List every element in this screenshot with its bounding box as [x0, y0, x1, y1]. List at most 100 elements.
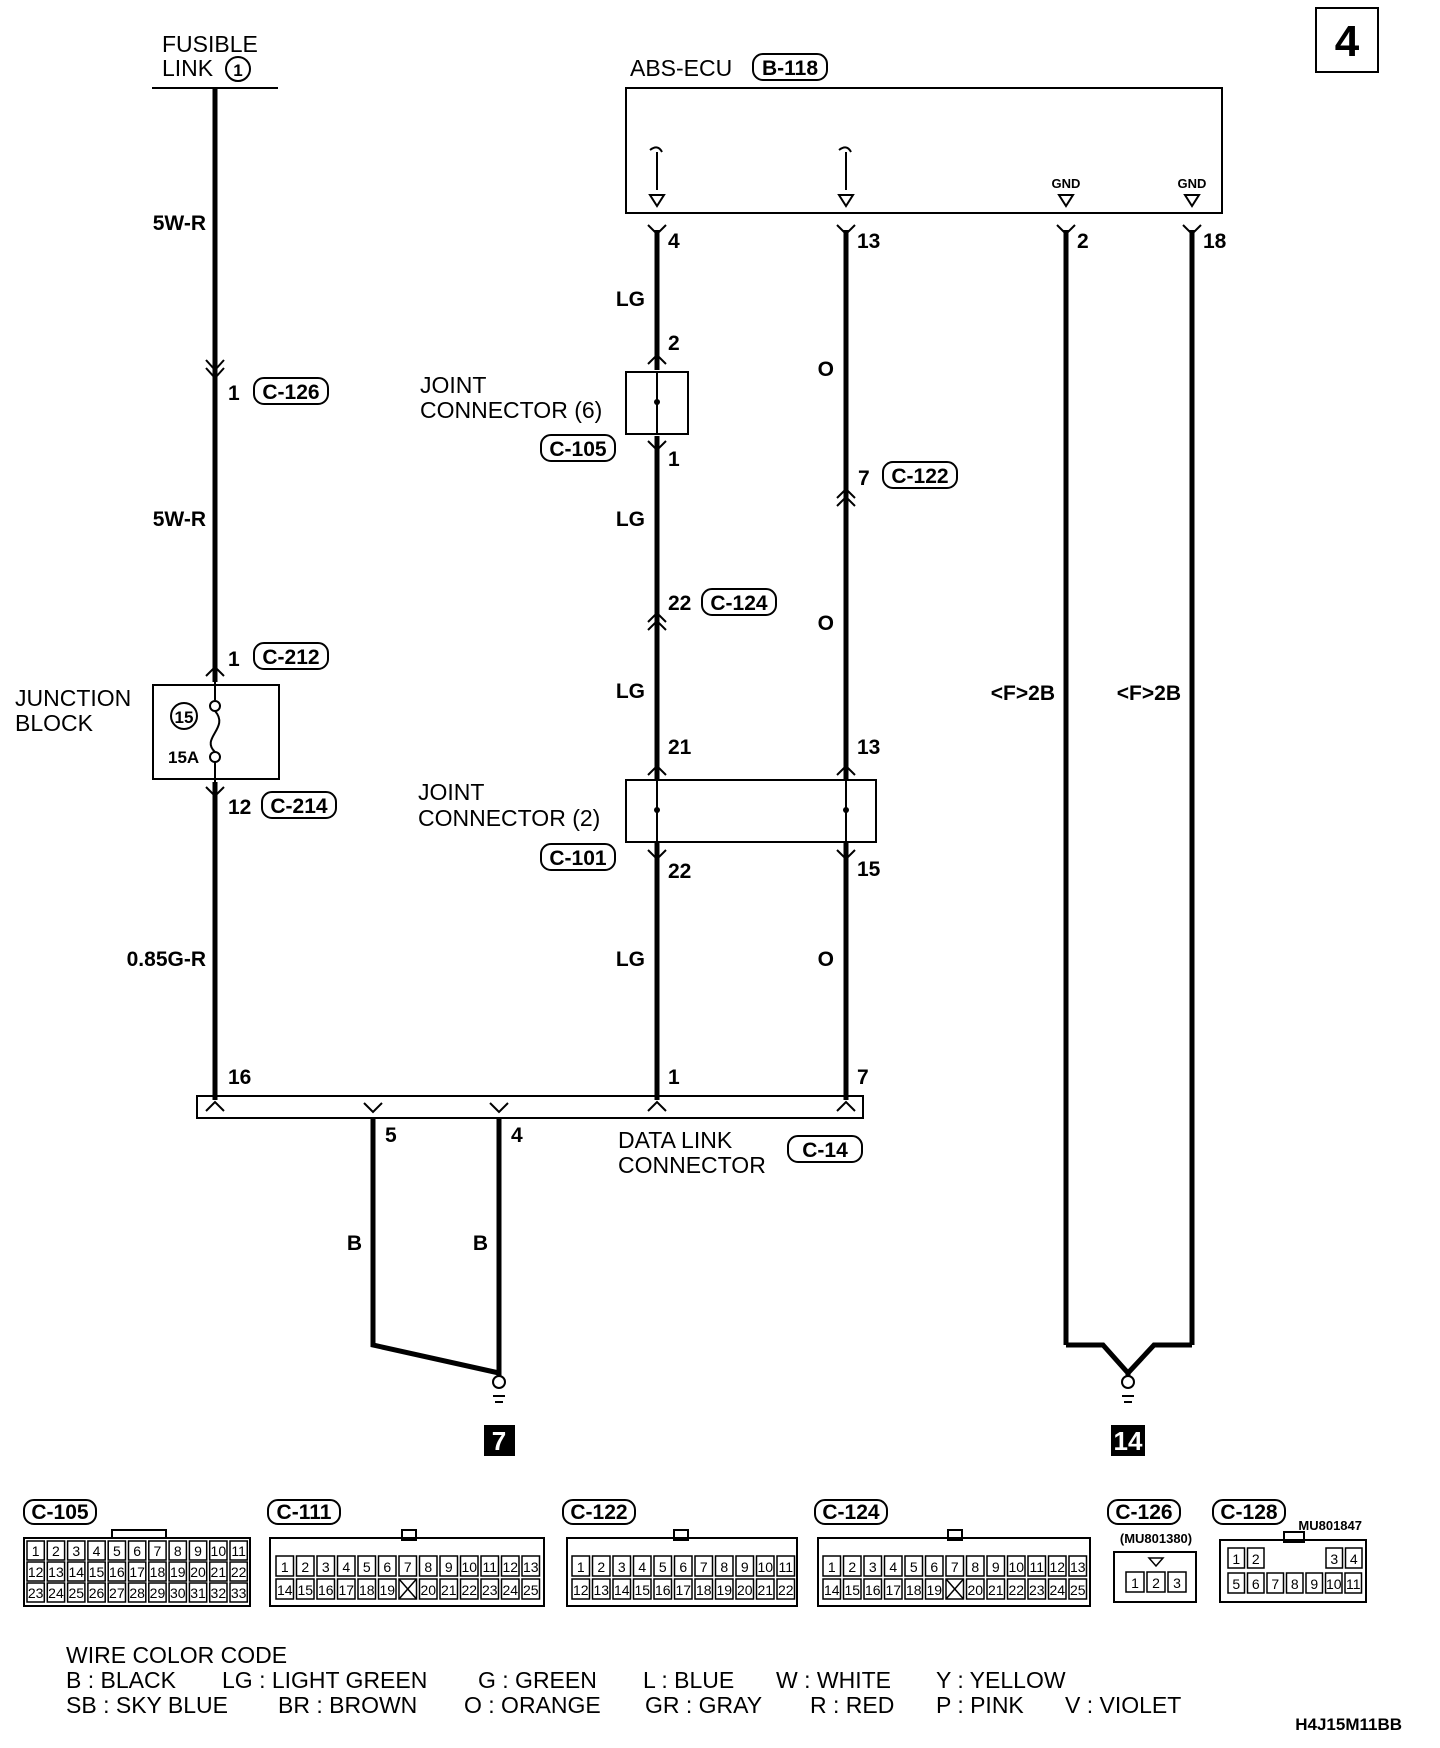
view-cell-c111: [500, 1578, 520, 1600]
view-cell-c124: [842, 1555, 862, 1577]
view-cell-c124: [863, 1578, 883, 1600]
view-pin-c105: 9: [194, 1543, 202, 1559]
view-shell-c124: [817, 1537, 1091, 1607]
wcc-b: B : BLACK: [66, 1667, 177, 1693]
wcc-y: Y : YELLOW: [936, 1667, 1066, 1693]
abs-ecu-box: [625, 87, 1223, 214]
view-pin-c122: 18: [696, 1582, 712, 1598]
view-pin-c105: 7: [154, 1543, 162, 1559]
fuse-terminal-bottom: [209, 751, 221, 763]
view-shell-c128: [1219, 1539, 1367, 1603]
view-pin-c111: 17: [338, 1582, 354, 1598]
view-pin-c105: 17: [129, 1564, 145, 1580]
view-cell-c105: [229, 1561, 249, 1582]
pin-c124: 22: [668, 592, 691, 615]
view-pin-c124: 3: [869, 1559, 877, 1575]
view-cell-c124: [945, 1578, 965, 1600]
wcc-sb: SB : SKY BLUE: [66, 1692, 228, 1718]
view-code-c128: C-128: [1220, 1501, 1278, 1524]
view-pin-c111: 9: [445, 1559, 453, 1575]
fusible-link-line2: LINK: [162, 55, 214, 81]
view-code-box-c128: [1212, 1499, 1286, 1525]
abs-ecu-code: B-118: [762, 57, 818, 80]
view-cell-c105: [107, 1540, 127, 1561]
view-cell-c124: [1027, 1578, 1047, 1600]
code-box-c122: [882, 461, 958, 489]
view-code-box-c122: [562, 1499, 636, 1525]
view-pin-c124: 6: [930, 1559, 938, 1575]
ground-14-label: 14: [1114, 1426, 1143, 1456]
view-pin-c128: 10: [1326, 1576, 1342, 1592]
pin-jc2-21: 21: [668, 736, 692, 759]
view-cell-c124: [924, 1555, 944, 1577]
view-cell-c111: [336, 1555, 356, 1577]
code-c124: C-124: [710, 592, 768, 615]
ground-7-terminal: [492, 1375, 506, 1389]
view-pin-c105: 8: [174, 1543, 182, 1559]
view-cell-c111: [357, 1555, 377, 1577]
wcc-w: W : WHITE: [776, 1667, 891, 1693]
view-pin-c122: 6: [679, 1559, 687, 1575]
pin-jc6-bottom: 1: [668, 448, 680, 471]
view-cell-c124: [883, 1555, 903, 1577]
joint-connector-6-line1: JOINT: [420, 372, 486, 398]
view-cell-c124: [986, 1578, 1006, 1600]
view-cell-c105: [87, 1582, 106, 1603]
view-pin-c122: 2: [597, 1559, 605, 1575]
view-pin-c105: 25: [68, 1585, 84, 1601]
view-pin-c111: 1: [281, 1559, 289, 1575]
view-cell-c128: [1344, 1572, 1363, 1594]
wire-label-lg-1: LG: [616, 288, 645, 311]
view-pin-c124: 7: [951, 1559, 959, 1575]
view-shell-c111: [269, 1537, 545, 1607]
view-pin-c105: 24: [48, 1585, 64, 1601]
view-cell-c111: [418, 1578, 438, 1600]
pin-jc6-top: 2: [668, 332, 680, 355]
wcc-r: R : RED: [810, 1692, 894, 1718]
view-pin-c124: 12: [1049, 1559, 1065, 1575]
pin-c212: 1: [228, 648, 240, 671]
code-box-c126: [253, 377, 329, 405]
code-c122: C-122: [891, 465, 948, 488]
wire-label-lg-3: LG: [616, 680, 645, 703]
view-latch-c128: [1283, 1531, 1305, 1543]
data-link-connector-box: [196, 1095, 864, 1119]
ground-14-terminal: [1121, 1375, 1135, 1389]
view-pin-c111: 3: [322, 1559, 330, 1575]
view-pin-c105: 27: [109, 1585, 125, 1601]
view-pin-c111: 25: [523, 1582, 539, 1598]
view-cell-c111: [500, 1555, 520, 1577]
view-pin-c105: 15: [89, 1564, 105, 1580]
view-pin-c105: 31: [190, 1585, 206, 1601]
wcc-o: O : ORANGE: [464, 1692, 601, 1718]
view-pin-c122: 17: [675, 1582, 691, 1598]
view-pin-c124: 24: [1049, 1582, 1065, 1598]
view-pin-c128: 8: [1291, 1576, 1299, 1592]
view-pin-c105: 11: [231, 1543, 246, 1559]
code-c105: C-105: [549, 438, 607, 461]
view-pin-c124: 20: [967, 1582, 983, 1598]
ground-14-join: [1066, 1342, 1192, 1377]
junction-block-line2: BLOCK: [15, 710, 94, 736]
view-cell-c122: [735, 1578, 755, 1600]
dlc-pin-4: 4: [511, 1124, 523, 1147]
code-box-c214: [261, 791, 337, 819]
view-cell-c122: [591, 1578, 611, 1600]
pin-jc2-15: 15: [857, 858, 881, 881]
view-cell-c122: [776, 1578, 796, 1600]
view-part-c128: MU801847: [1298, 1518, 1362, 1533]
view-cell-c128: [1227, 1572, 1246, 1594]
fusible-link-number: 1: [233, 61, 242, 80]
view-pin-c124: 11: [1029, 1559, 1044, 1575]
view-pin-c128: 7: [1271, 1576, 1279, 1592]
fuse-element: [209, 710, 221, 753]
wire-color-code-title: WIRE COLOR CODE: [66, 1642, 287, 1668]
view-pin-c124: 1: [828, 1559, 836, 1575]
view-cell-c105: [208, 1561, 228, 1582]
view-key-c126: [1147, 1557, 1165, 1568]
ecu-input-arrow-13: [837, 194, 855, 208]
view-cell-c105: [107, 1561, 127, 1582]
view-cell-c111: [295, 1555, 315, 1577]
pin-c126: 1: [228, 382, 240, 405]
view-cell-c111: [357, 1578, 377, 1600]
